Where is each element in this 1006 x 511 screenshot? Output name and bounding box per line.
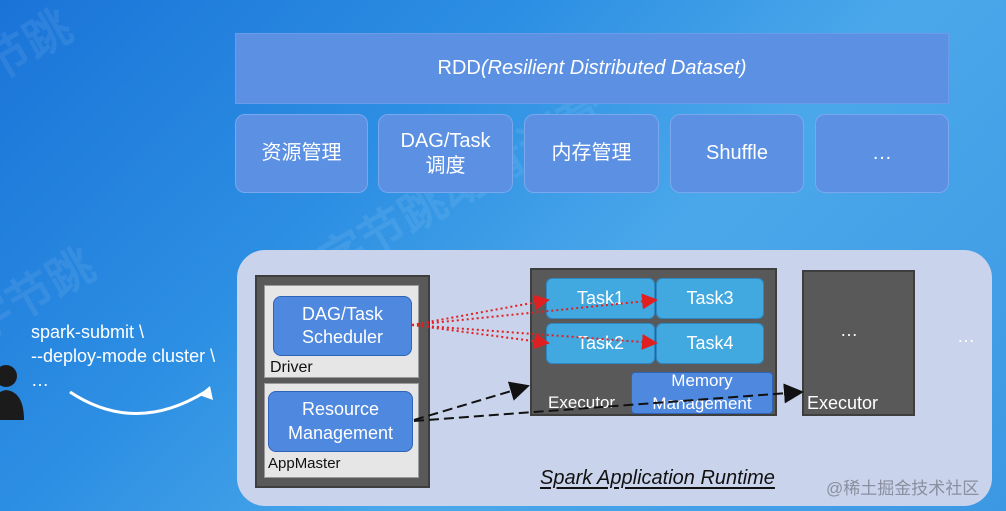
memory-label: Memory Management — [652, 371, 752, 413]
memory-management: Memory Management — [631, 371, 773, 414]
rdd-label-italic: (Resilient Distributed Dataset) — [480, 57, 747, 79]
task-label: Task4 — [686, 333, 734, 353]
task-label: Task3 — [686, 288, 734, 308]
command-line-2: --deploy-mode cluster \ — [31, 346, 216, 366]
dag-task-scheduler: DAG/Task Scheduler — [273, 296, 412, 356]
executor-2 — [802, 270, 915, 416]
executor-2-ellipsis: … — [840, 320, 858, 340]
module-label: 资源管理 — [261, 142, 342, 164]
task-4: Task4 — [656, 323, 764, 364]
site-watermark: @稀土掘金技术社区 — [826, 479, 980, 498]
command-line-3: … — [31, 370, 49, 390]
rdd-bar: RDD(Resilient Distributed Dataset) — [235, 33, 949, 104]
resource-arrow-executor2 — [413, 383, 804, 422]
rdd-label: RDD — [437, 57, 481, 79]
executor-2-label: Executor — [807, 393, 879, 413]
appmaster-label: AppMaster — [268, 455, 341, 472]
resource-arrow-executor1 — [413, 381, 530, 421]
schedule-arrow-task4 — [411, 324, 658, 350]
command-line-1: spark-submit \ — [31, 322, 145, 342]
runtime-title: Spark Application Runtime — [540, 467, 775, 489]
resource-management: Resource Management — [268, 391, 413, 452]
submit-arrow-icon — [69, 386, 213, 415]
user-icon — [0, 365, 24, 420]
module-more: … — [815, 114, 949, 193]
module-memory-management: 内存管理 — [524, 114, 659, 193]
module-dag-task-scheduling: DAG/Task 调度 — [378, 114, 513, 193]
task-label: Task2 — [576, 333, 625, 353]
module-label: Shuffle — [706, 142, 768, 164]
module-label: … — [872, 142, 892, 164]
module-label: DAG/Task 调度 — [400, 129, 491, 177]
task-2: Task2 — [546, 323, 655, 364]
scheduler-label: DAG/Task Scheduler — [301, 303, 384, 347]
task-1: Task1 — [546, 278, 655, 319]
schedule-arrow-task3 — [411, 293, 658, 326]
module-label: 内存管理 — [551, 142, 632, 164]
module-shuffle: Shuffle — [670, 114, 804, 193]
more-executors-ellipsis: … — [957, 326, 975, 346]
driver-label: Driver — [270, 359, 313, 376]
module-resource-management: 资源管理 — [235, 114, 368, 193]
task-label: Task1 — [576, 288, 625, 308]
resource-label: Resource Management — [287, 399, 394, 443]
schedule-arrow-task1 — [411, 294, 550, 326]
task-3: Task3 — [656, 278, 764, 319]
